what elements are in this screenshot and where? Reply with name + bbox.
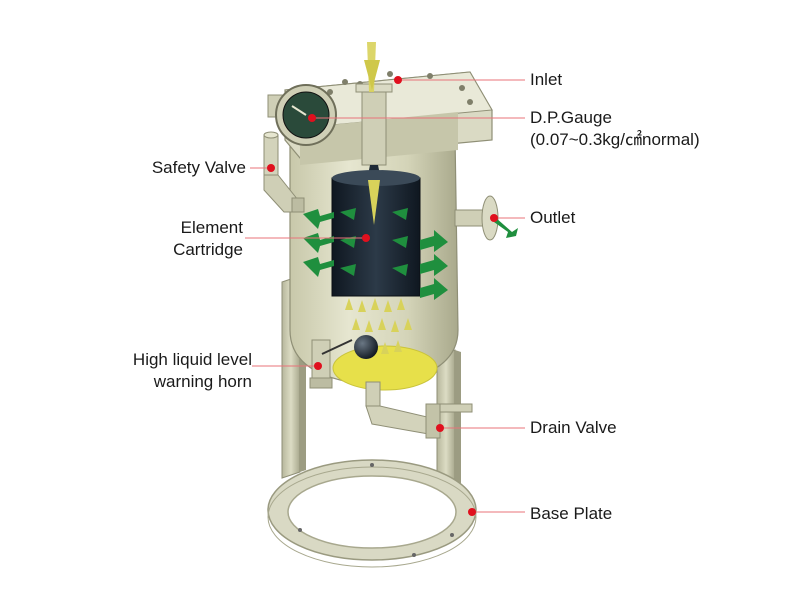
marker-drain-valve xyxy=(436,424,444,432)
marker-element xyxy=(362,234,370,242)
marker-safety-valve xyxy=(267,164,275,172)
label-base-plate: Base Plate xyxy=(530,504,613,523)
leader-lines xyxy=(245,79,525,513)
float-ball xyxy=(354,335,378,359)
safety-valve xyxy=(263,131,305,213)
label-inlet: Inlet xyxy=(530,70,563,89)
high-level-warning-horn xyxy=(309,335,378,389)
marker-dp-gauge xyxy=(308,114,316,122)
marker-high-level xyxy=(314,362,322,370)
drain-valve xyxy=(365,381,473,439)
base-plate xyxy=(267,459,477,568)
label-element-cartridge: Element Cartridge xyxy=(173,218,243,259)
marker-base-plate xyxy=(468,508,476,516)
label-dp-gauge: D.P.Gauge (0.07~0.3kg/㎠normal) xyxy=(530,108,700,149)
label-outlet: Outlet xyxy=(530,208,576,227)
element-cartridge xyxy=(331,170,421,297)
marker-inlet xyxy=(394,76,402,84)
label-safety-valve: Safety Valve xyxy=(151,158,246,177)
marker-outlet xyxy=(490,214,498,222)
outlet-flow-arrows xyxy=(303,209,448,300)
dp-gauge xyxy=(275,84,337,146)
inlet-flow-arrow xyxy=(364,42,380,92)
label-drain-valve: Drain Valve xyxy=(530,418,617,437)
marker-dots xyxy=(267,76,498,516)
label-high-level-warning-horn: High liquid level warning horn xyxy=(132,350,252,391)
